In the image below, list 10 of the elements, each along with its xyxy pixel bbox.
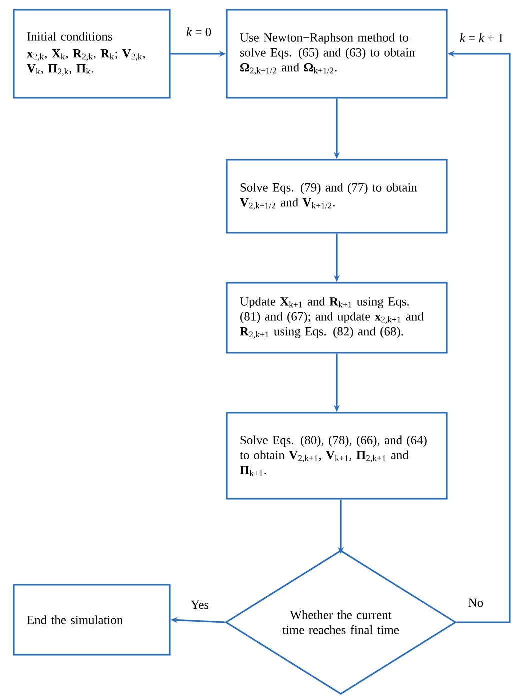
- process-box: Use Newton−Raphson method to solve Eqs. (65) and (63) to obtain Ω$_{2,k+1/2}$ and Ω$_{k+1/2}$.: [226, 9, 448, 99]
- process-box: Solve Eqs. (80), (78), (66), and (64) to obtain V$_{2,k+1}$, V$_{k+1}$, Π$_{2,k+1}$ and Π$_{k+1}$.: [226, 412, 448, 500]
- edge-label: Yes: [190, 600, 210, 610]
- edge-label: k = 0: [185, 26, 213, 38]
- process-box: Update X$_{k+1}$ and R$_{k+1}$ using Eqs. (81) and (67); and update x$_{2,k+1}$ and R$_{2,k+1}$ using Eqs. (82) and (68).: [226, 282, 448, 354]
- process-box: Solve Eqs. (79) and (77) to obtain V$_{2,k+1/2}$ and V$_{k+1/2}$.: [226, 159, 448, 234]
- loop-label: k = k + 1: [458, 32, 506, 44]
- process-box: Initial conditions x$_{2,k}$, X$_{k}$, R$_{2,k}$, R$_{k}$; V$_{2,k}$, V$_{k}$, Π$_{2,k}$, Π$_{k}$.: [13, 9, 171, 99]
- process-box: End the simulation: [13, 584, 171, 656]
- edge-label: No: [467, 598, 485, 608]
